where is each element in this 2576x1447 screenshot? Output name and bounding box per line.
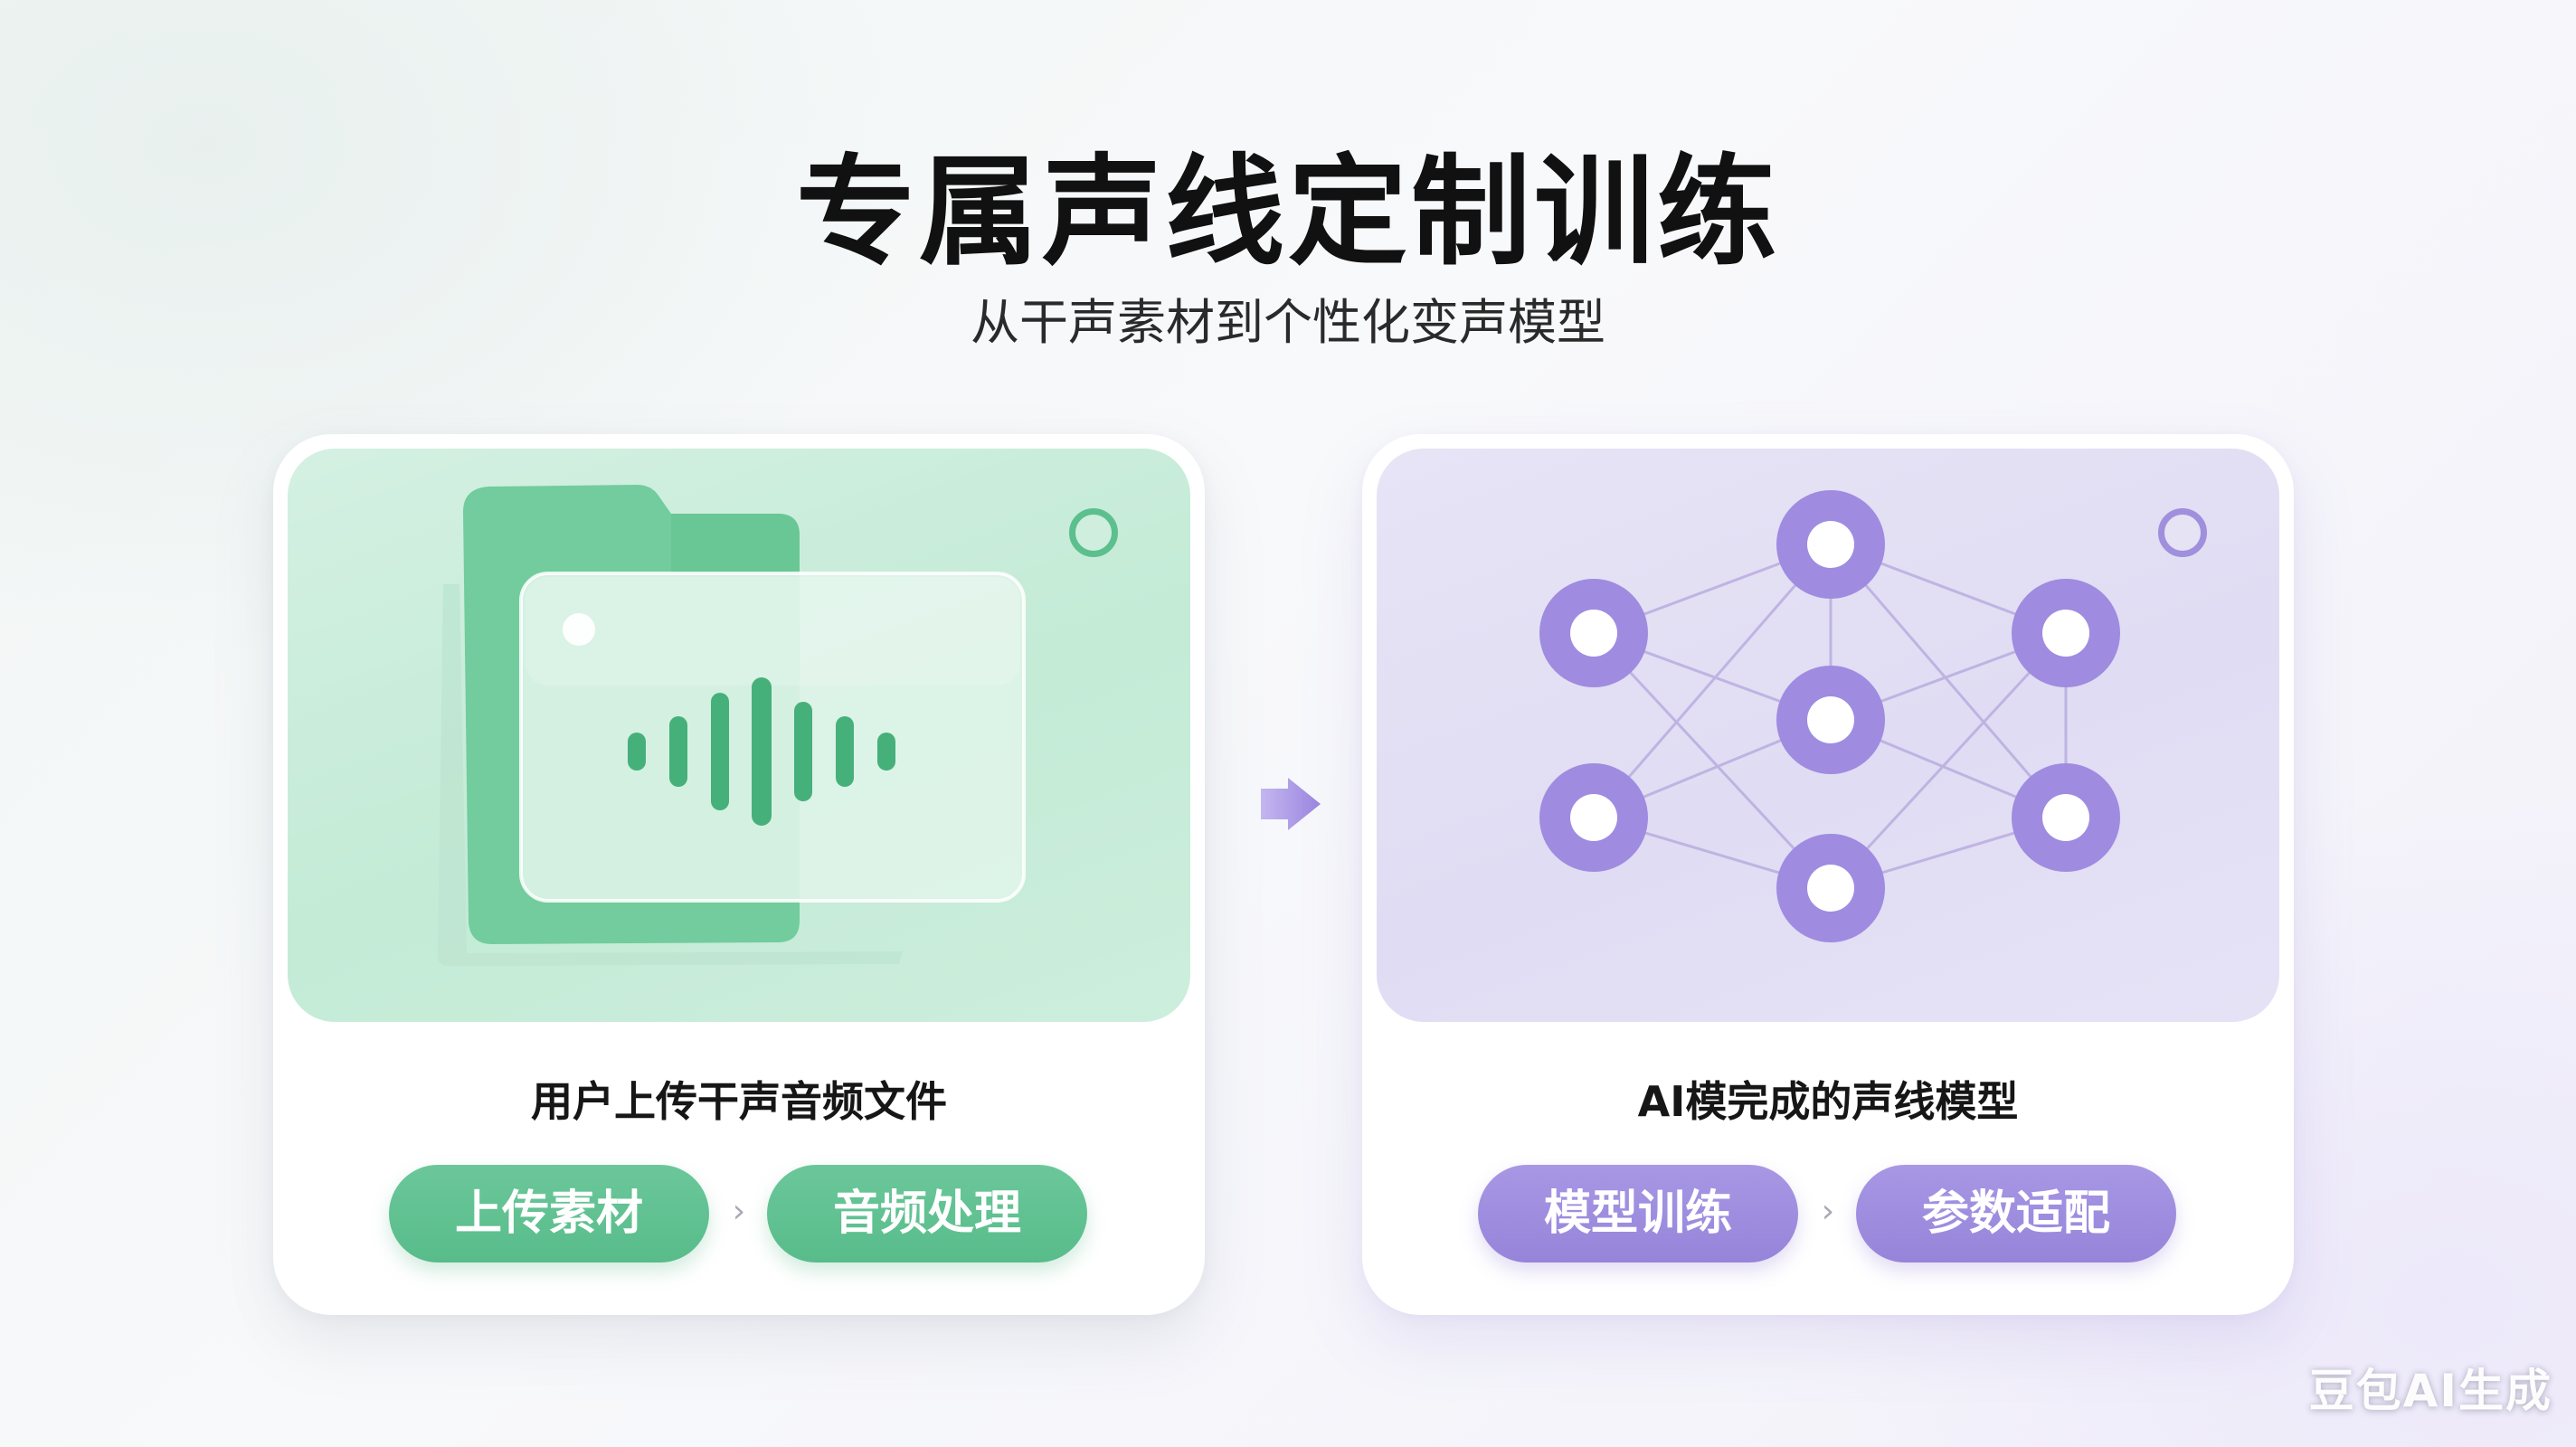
status-ring-icon (1069, 508, 1118, 557)
arrow-right-icon (1261, 778, 1321, 830)
model-training-step[interactable]: 模型训练 (1478, 1165, 1798, 1263)
neural-network-icon (1539, 490, 2120, 942)
model-card: AI模完成的声线模型 模型训练 › 参数适配 (1362, 434, 2294, 1315)
parameter-adaptation-step[interactable]: 参数适配 (1856, 1165, 2176, 1263)
page-title: 专属声线定制训练 (796, 143, 1780, 282)
model-illustration-panel (1377, 449, 2279, 1022)
upload-card: 用户上传干声音频文件 上传素材 › 音频处理 (273, 434, 1205, 1315)
upload-material-step[interactable]: 上传素材 (389, 1165, 709, 1263)
status-ring-icon (2158, 508, 2207, 557)
watermark: 豆包AI生成 (2308, 1365, 2552, 1417)
audio-folder-icon (438, 485, 1026, 966)
upload-card-caption: 用户上传干声音频文件 (531, 1077, 947, 1126)
upload-illustration-panel (288, 449, 1190, 1022)
chevron-right-icon: › (1821, 1193, 1835, 1230)
page-subtitle: 从干声素材到个性化变声模型 (971, 294, 1605, 351)
chevron-right-icon: › (732, 1193, 746, 1230)
audio-processing-step[interactable]: 音频处理 (767, 1165, 1087, 1263)
model-card-caption: AI模完成的声线模型 (1637, 1077, 2019, 1126)
